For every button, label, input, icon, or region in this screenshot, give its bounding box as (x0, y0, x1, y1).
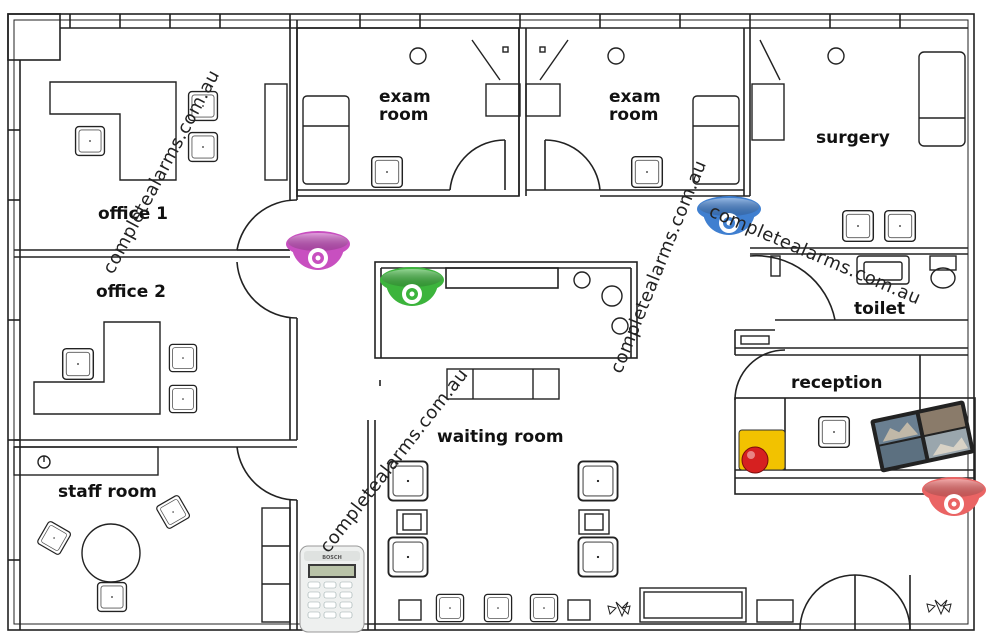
panic-button (738, 429, 786, 474)
room-label-toilet: toilet (854, 299, 906, 319)
svg-text:BOSCH: BOSCH (322, 555, 342, 561)
camera-office-icon (286, 231, 350, 270)
room-label-office-1: office 1 (98, 204, 168, 224)
alarm-keypad: BOSCH (299, 545, 365, 633)
cameras (286, 196, 986, 516)
room-label-surgery: surgery (816, 128, 890, 148)
camera-exam-icon (697, 196, 761, 235)
plants (607, 599, 952, 618)
camera-waiting-icon (380, 267, 444, 306)
room-label-exam-room-2: exam room (609, 88, 661, 124)
room-label-reception: reception (791, 373, 883, 393)
camera-reception-icon (922, 477, 986, 516)
room-label-line: room (609, 105, 659, 125)
room-label-line: room (379, 105, 429, 125)
room-label-staff-room: staff room (58, 482, 157, 502)
room-label-waiting-room: waiting room (437, 427, 564, 447)
cctv-monitor (870, 400, 975, 473)
room-label-line: exam (379, 87, 431, 107)
room-label-exam-room-1: exam room (379, 88, 431, 124)
room-label-office-2: office 2 (96, 282, 166, 302)
room-label-line: exam (609, 87, 661, 107)
